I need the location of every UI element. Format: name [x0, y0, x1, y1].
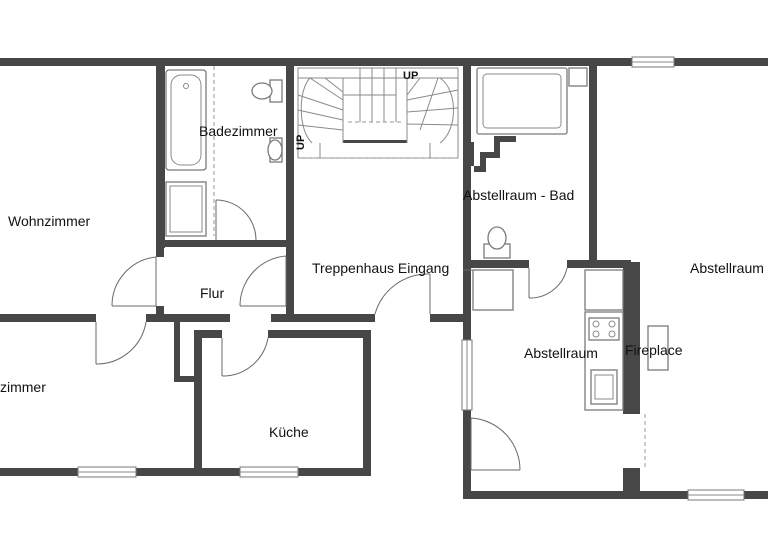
- label-abstellraum-bad: Abstellraum - Bad: [463, 187, 574, 203]
- label-wohnzimmer: Wohnzimmer: [8, 213, 91, 229]
- windows: [77, 56, 745, 501]
- label-zimmer: zimmer: [0, 379, 46, 395]
- doors: [95, 199, 646, 471]
- label-treppenhaus: Treppenhaus Eingang: [312, 260, 449, 276]
- fixtures: [165, 66, 669, 411]
- label-abstellraum-right: Abstellraum: [690, 260, 764, 276]
- staircase: UP UP: [295, 67, 459, 159]
- room-labels: Wohnzimmer zimmer Badezimmer Flur Treppe…: [0, 123, 764, 440]
- label-fireplace: Fireplace: [625, 342, 683, 358]
- label-kueche: Küche: [269, 424, 309, 440]
- stair-up-label-side: UP: [295, 135, 307, 150]
- label-abstellraum: Abstellraum: [524, 345, 598, 361]
- stair-up-label-top: UP: [403, 70, 418, 82]
- walls: [0, 58, 768, 499]
- label-flur: Flur: [200, 285, 224, 301]
- label-badezimmer: Badezimmer: [199, 123, 278, 139]
